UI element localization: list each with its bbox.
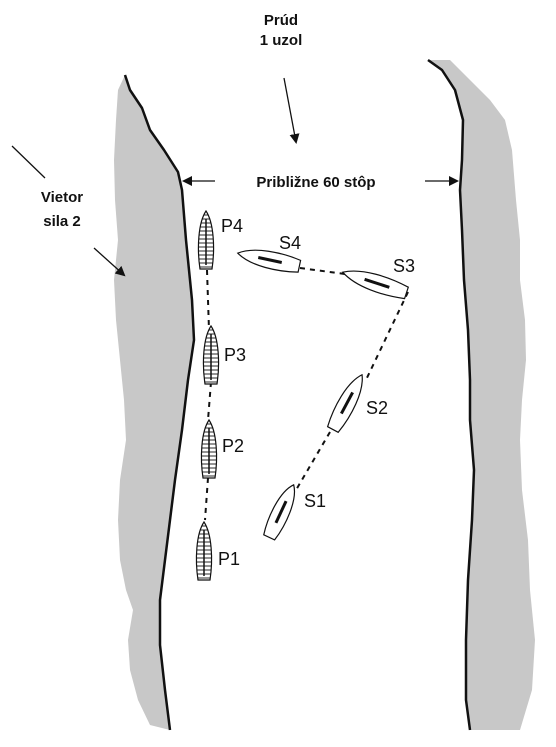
- right-bank-shade: [428, 60, 535, 730]
- boat-s1: [263, 483, 296, 541]
- right-bank-line: [427, 58, 476, 731]
- boat-p1: [195, 520, 213, 581]
- s-track: [295, 267, 409, 491]
- label-s2: S2: [366, 398, 388, 418]
- boat-p3: [202, 324, 220, 385]
- p-track: [204, 269, 212, 521]
- left-bank-line: [123, 74, 196, 731]
- width-label: Približne 60 stôp: [256, 174, 375, 191]
- label-p1: P1: [218, 549, 240, 569]
- label-p3: P3: [224, 345, 246, 365]
- boat-s4: [236, 249, 302, 273]
- wind-arrow-tail: [11, 145, 46, 179]
- label-s4: S4: [279, 233, 301, 253]
- boat-s3: [341, 270, 410, 300]
- boat-s2: [326, 373, 363, 434]
- current-label-line1: Prúd: [264, 12, 298, 29]
- current-arrow: [283, 77, 300, 144]
- wind-label-line1: Vietor: [41, 189, 83, 206]
- wind-arrow: [93, 247, 126, 277]
- label-p4: P4: [221, 216, 243, 236]
- current-label-line2: 1 uzol: [260, 32, 303, 49]
- wind-label-line2: sila 2: [43, 213, 81, 230]
- label-s3: S3: [393, 256, 415, 276]
- boat-p2: [200, 418, 218, 479]
- label-s1: S1: [304, 491, 326, 511]
- label-p2: P2: [222, 436, 244, 456]
- boat-p4: [197, 209, 215, 270]
- left-bank-shade: [114, 75, 194, 730]
